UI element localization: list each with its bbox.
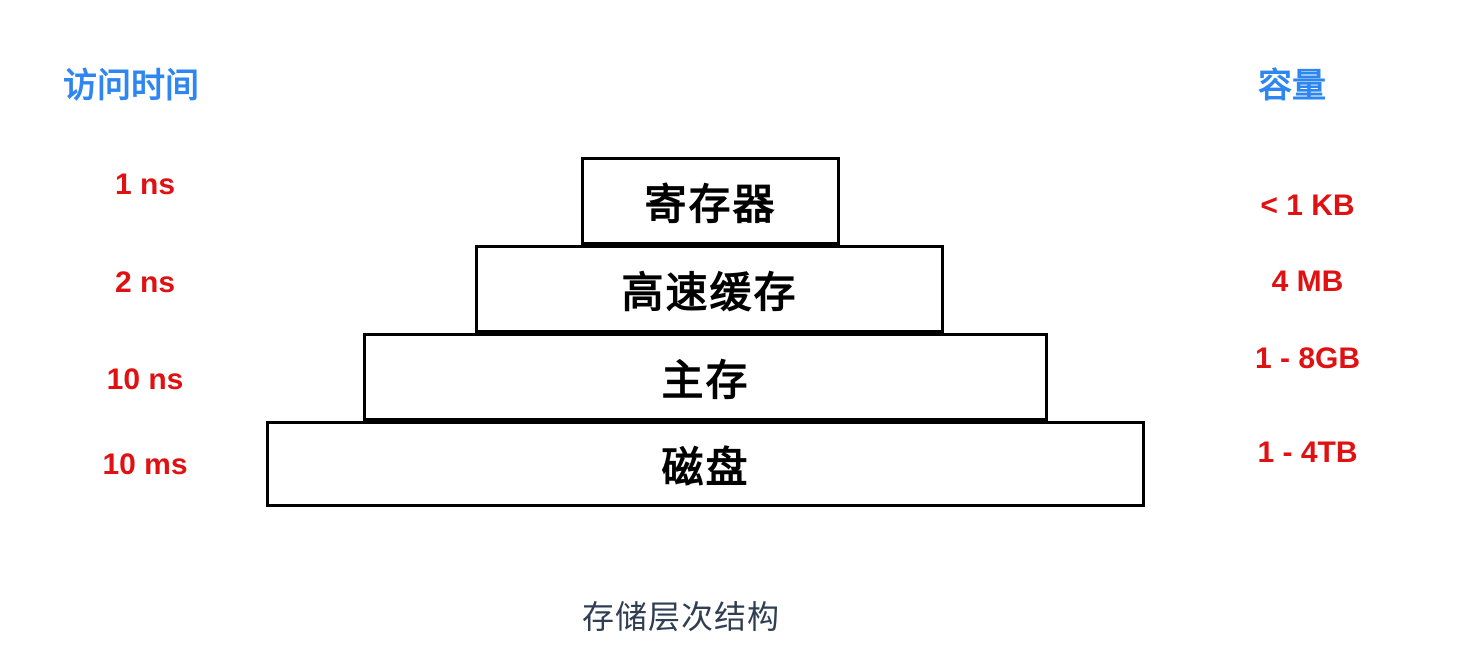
diagram-caption: 存储层次结构 <box>582 599 781 635</box>
pyramid-level-main-memory: 主存 <box>363 333 1048 421</box>
capacity-register: < 1 KB <box>1260 189 1355 222</box>
capacity-disk: 1 - 4TB <box>1257 436 1358 469</box>
access-time-register: 1 ns <box>114 168 176 201</box>
pyramid-level-register: 寄存器 <box>581 157 840 245</box>
pyramid-level-main-memory-label: 主存 <box>661 356 750 404</box>
access-time-main-memory: 10 ns <box>106 363 184 396</box>
access-time-column-header: 访问时间 <box>63 67 199 105</box>
capacity-cache: 4 MB <box>1271 265 1344 298</box>
capacity-main-memory: 1 - 8GB <box>1254 342 1361 375</box>
pyramid-level-cache-label: 高速缓存 <box>621 268 798 316</box>
capacity-column-header: 容量 <box>1258 67 1326 105</box>
access-time-disk: 10 ms <box>102 448 188 481</box>
access-time-cache: 2 ns <box>114 266 176 299</box>
pyramid-level-register-label: 寄存器 <box>644 180 777 228</box>
pyramid-level-disk-label: 磁盘 <box>661 443 750 491</box>
pyramid-level-disk: 磁盘 <box>266 421 1145 507</box>
pyramid-level-cache: 高速缓存 <box>475 245 944 333</box>
